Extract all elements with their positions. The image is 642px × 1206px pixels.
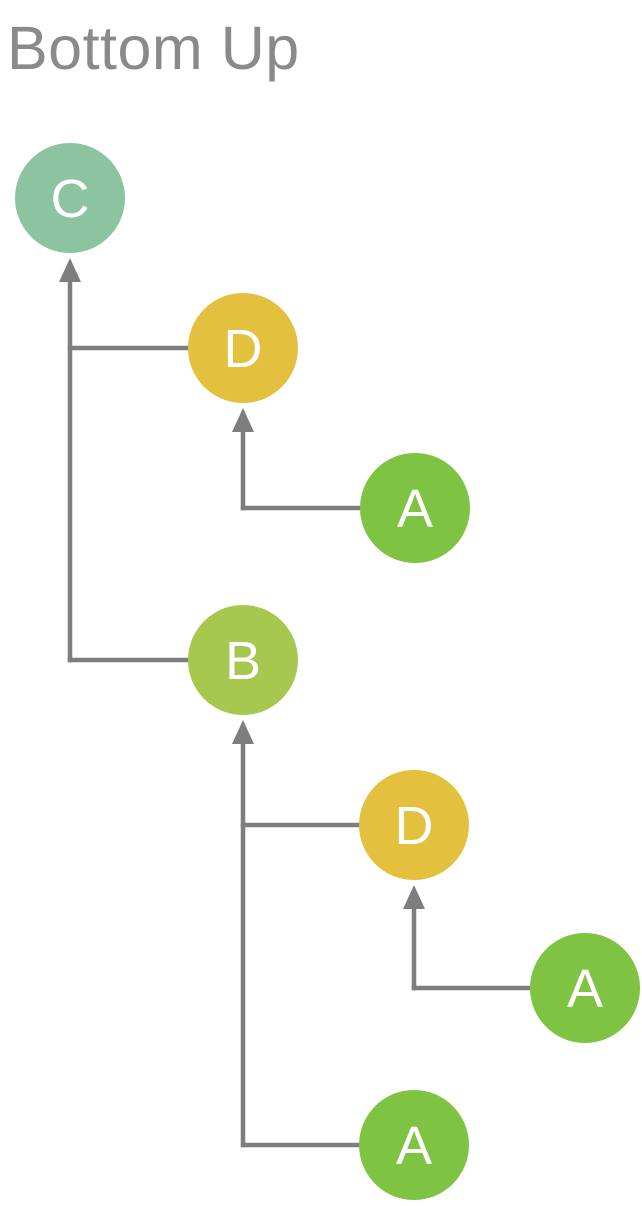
node-A2: A xyxy=(530,933,640,1043)
arrowhead-up-icon xyxy=(59,258,81,282)
node-circle-D1 xyxy=(188,293,298,403)
node-label-D2: D xyxy=(395,796,434,856)
node-layer: C D A B D A A xyxy=(15,143,640,1200)
node-circle-A1 xyxy=(360,453,470,563)
arrowhead-up-icon xyxy=(403,885,425,909)
node-label-B: B xyxy=(225,631,261,691)
node-label-A2: A xyxy=(567,959,603,1019)
node-A1: A xyxy=(360,453,470,563)
node-D1: D xyxy=(188,293,298,403)
node-circle-A3 xyxy=(359,1090,469,1200)
node-label-C: C xyxy=(51,169,90,229)
page-title: Bottom Up xyxy=(7,14,300,82)
node-C: C xyxy=(15,143,125,253)
edge-layer xyxy=(59,258,532,1148)
node-circle-B xyxy=(188,605,298,715)
node-D2: D xyxy=(359,770,469,880)
node-label-A1: A xyxy=(397,479,433,539)
node-label-D1: D xyxy=(224,319,263,379)
arrowhead-up-icon xyxy=(232,408,254,432)
node-circle-D2 xyxy=(359,770,469,880)
node-A3: A xyxy=(359,1090,469,1200)
arrowhead-up-icon xyxy=(232,720,254,744)
node-B: B xyxy=(188,605,298,715)
node-circle-C xyxy=(15,143,125,253)
node-label-A3: A xyxy=(396,1116,432,1176)
node-circle-A2 xyxy=(530,933,640,1043)
